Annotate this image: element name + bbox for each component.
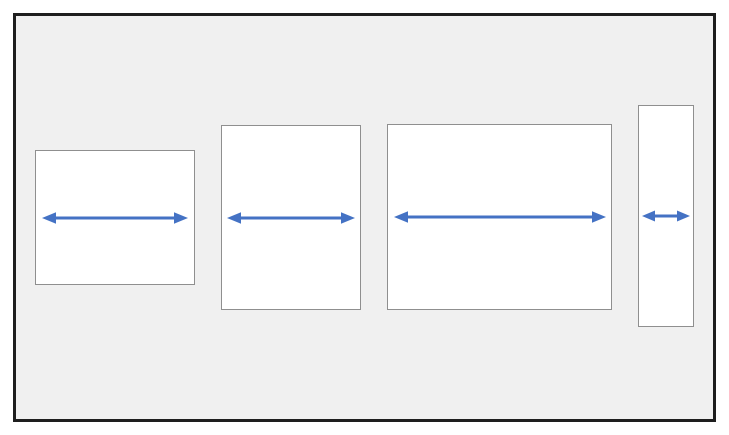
arrow-head-right (174, 211, 188, 224)
arrow-head-left (227, 211, 241, 224)
arrow-head-right (591, 211, 606, 223)
box-3 (387, 124, 612, 310)
arrow-head-left (42, 211, 56, 224)
double-arrow-icon (227, 211, 355, 224)
box-1 (35, 150, 195, 285)
double-arrow-icon (393, 211, 606, 223)
double-arrow-icon (642, 210, 690, 222)
diagram-panel (13, 13, 716, 422)
arrow-head-left (393, 211, 408, 223)
arrow-head-right (341, 211, 355, 224)
arrow-head-right (677, 210, 690, 222)
arrow-head-left (642, 210, 655, 222)
box-4 (638, 105, 694, 327)
double-arrow-icon (42, 211, 188, 224)
box-2 (221, 125, 361, 310)
